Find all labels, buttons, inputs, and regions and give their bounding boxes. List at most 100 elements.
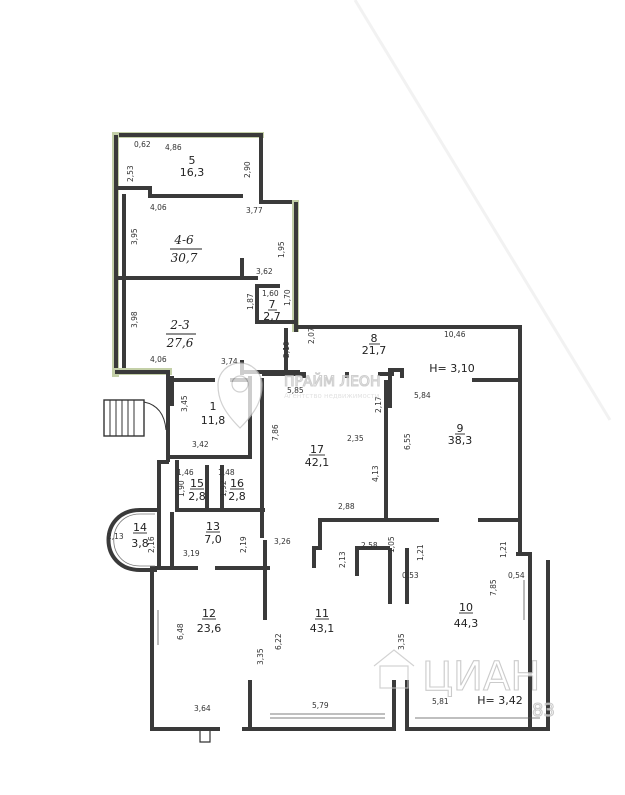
dimension-label: 3,95 (130, 228, 139, 245)
interior-walls (118, 186, 522, 731)
dimension-label: 3,77 (246, 206, 263, 215)
dimension-label: 7,86 (271, 424, 280, 441)
room-number-7: 7 (269, 298, 276, 311)
dimension-label: 3,42 (192, 440, 209, 449)
room-area-10: 44,3 (454, 617, 479, 630)
room-area-8: 21,7 (362, 344, 387, 357)
dimension-label: 3,74 (221, 357, 238, 366)
room-number-14: 14 (133, 521, 147, 534)
dimension-label: 3,35 (256, 648, 265, 665)
dimension-label: 2,88 (338, 502, 355, 511)
dimension-label: 1,95 (277, 241, 286, 258)
entrance-stairs (103, 399, 211, 743)
room-area-2-3: 27,6 (166, 336, 194, 350)
dimension-label: 1,21 (416, 544, 425, 561)
cian-number: 83 (532, 700, 555, 721)
cian-watermark: ЦИАН 83 (373, 649, 555, 722)
room-number-1: 1 (210, 400, 217, 413)
room-number-16: 16 (230, 477, 244, 490)
dimension-label: 4,13 (371, 465, 380, 482)
bay-window-room-14 (106, 508, 157, 572)
dimension-label: 3,62 (256, 267, 273, 276)
agency-tagline: Агентство недвижимости (284, 392, 379, 400)
room-number-10: 10 (459, 601, 473, 614)
dimension-label: 2,58 (361, 541, 378, 550)
room-number-11: 11 (315, 607, 329, 620)
room-area-9: 38,3 (448, 434, 473, 447)
ceiling-height-upper: H= 3,10 (429, 362, 474, 375)
dimension-label: 5,85 (287, 386, 304, 395)
dimension-label: 3,26 (274, 537, 291, 546)
room-number-9: 9 (457, 422, 464, 435)
dimension-label: 1,92 (219, 480, 228, 497)
dimension-label: 2,16 (147, 536, 156, 553)
room-area-13: 7,0 (204, 533, 222, 546)
dimension-label: 5,81 (432, 697, 449, 706)
room-area-4-6: 30,7 (171, 251, 198, 265)
dimension-label: 2,35 (347, 434, 364, 443)
house-icon (373, 649, 415, 689)
agency-watermark: ПРАЙМ ЛЕОН Агентство недвижимости (217, 362, 381, 429)
room-number-2-3: 2-3 (169, 318, 190, 332)
agency-name: ПРАЙМ ЛЕОН (284, 372, 380, 390)
dimension-label: 2,19 (239, 536, 248, 553)
dimension-label: 1,21 (499, 541, 508, 558)
dimension-label: 4,06 (150, 203, 167, 212)
room-number-5: 5 (189, 154, 196, 167)
dimension-label: 1,70 (283, 289, 292, 306)
room-area-14: 3,8 (131, 537, 149, 550)
dimension-label: 10,46 (444, 330, 466, 339)
dimension-label: 1,05 (387, 536, 396, 553)
dimension-label: 5,79 (312, 701, 329, 710)
room-area-12: 23,6 (197, 622, 222, 635)
dimension-label: 3,35 (397, 633, 406, 650)
room-number-15: 15 (190, 477, 204, 490)
dimension-label: 6,22 (274, 633, 283, 650)
room-area-16: 2,8 (228, 490, 246, 503)
dimension-label: 1,48 (218, 468, 235, 477)
room-number-13: 13 (206, 520, 220, 533)
dimension-label: 2,13 (107, 532, 124, 541)
dimension-label: 1,87 (246, 293, 255, 310)
dimension-label: 3,45 (180, 395, 189, 412)
room-labels: 5 16,3 4-6 30,7 2-3 27,6 7 2,7 8 21,7 9 … (131, 154, 522, 707)
room-number-12: 12 (202, 607, 216, 620)
dimension-label: 7,85 (489, 579, 498, 596)
dimension-label: 2,10 (282, 341, 291, 358)
dimension-label: 3,98 (130, 311, 139, 328)
map-pin-icon (217, 362, 263, 429)
dimension-label: 6,48 (176, 623, 185, 640)
cian-logo-text: ЦИАН (422, 654, 540, 700)
windows (157, 580, 540, 719)
dimension-label: 2,53 (126, 165, 135, 182)
dimension-label: 2,07 (307, 327, 316, 344)
dimension-label: 3,19 (183, 549, 200, 558)
dimension-label: 0,54 (508, 571, 525, 580)
dimension-label: 1,46 (177, 468, 194, 477)
dimension-label: 0,62 (134, 140, 151, 149)
room-area-7: 2,7 (263, 310, 281, 323)
dimension-label: 2,13 (338, 551, 347, 568)
dimension-label: 4,86 (165, 143, 182, 152)
dimension-label: 1,90 (177, 480, 186, 497)
dimension-label: 4,06 (150, 355, 167, 364)
room-area-5: 16,3 (180, 166, 205, 179)
dimension-label: 5,84 (414, 391, 431, 400)
room-area-11: 43,1 (310, 622, 335, 635)
room-number-8: 8 (371, 332, 378, 345)
room-number-4-6: 4-6 (173, 233, 194, 247)
room-area-17: 42,1 (305, 456, 330, 469)
dimension-label: 6,55 (403, 433, 412, 450)
room-number-17: 17 (310, 443, 324, 456)
dimension-labels: 0,62 4,86 2,53 2,90 4,06 3,77 3,95 1,95 … (107, 140, 525, 713)
room-area-15: 2,8 (188, 490, 206, 503)
room-area-1: 11,8 (201, 414, 226, 427)
dimension-label: 3,64 (194, 704, 211, 713)
dimension-label: 2,90 (243, 161, 252, 178)
ceiling-height-lower: H= 3,42 (477, 694, 522, 707)
dimension-label: 0,53 (402, 571, 419, 580)
dimension-label: 2,17 (374, 396, 383, 413)
dimension-label: 1,60 (262, 289, 279, 298)
outer-walls (112, 132, 550, 731)
